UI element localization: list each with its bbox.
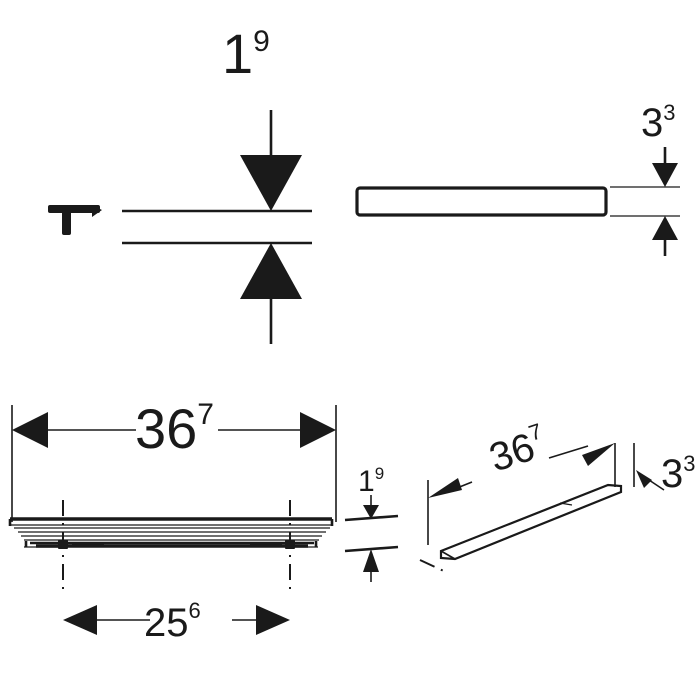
- width-left-arrowhead: [12, 412, 48, 448]
- shelf-iso-top-back-edge: [440, 484, 609, 552]
- top-right-side-profile-group: 33: [355, 100, 680, 256]
- dimension-label-25-6-front: 256: [144, 598, 201, 645]
- thickness-lower-arrowhead: [652, 216, 678, 240]
- dimension-label-36-7-front: 367: [135, 397, 214, 460]
- iso-length-dimension-line-right: [548, 445, 589, 459]
- height-lower-arrowhead: [363, 549, 379, 572]
- height-upper-arrowhead: [363, 505, 379, 519]
- gap-lower-arrowhead: [240, 243, 302, 299]
- shelf-front-elevation-profile: [8, 517, 334, 549]
- shelf-iso-outline: [439, 483, 623, 561]
- shelf-isometric-body: [439, 483, 623, 561]
- top-left-gap-dimension-group: 19: [48, 22, 312, 344]
- bracket-tool-icon: [48, 205, 102, 235]
- front-height-dimension-group: 19: [344, 464, 399, 582]
- height-lower-reference-line: [344, 545, 399, 553]
- mount-point-left: [58, 540, 68, 549]
- dimension-label-36-7-iso: 367: [483, 418, 551, 480]
- inner-right-arrowhead: [256, 605, 290, 635]
- iso-length-left-arrowhead: [428, 478, 462, 498]
- shelf-iso-front-lower-edge: [454, 491, 622, 560]
- bottom-left-front-elevation-group: 367: [8, 397, 399, 645]
- mount-point-right: [285, 540, 295, 549]
- bottom-right-isometric-group: 367 33: [419, 418, 696, 574]
- thickness-upper-arrowhead: [652, 163, 678, 187]
- shelf-side-profile-rect: [355, 186, 608, 217]
- dimension-label-1-9-top: 19: [222, 22, 270, 85]
- dimension-label-1-9-front: 19: [358, 464, 384, 498]
- shelf-iso-detail-notch: [559, 502, 573, 506]
- iso-left-centerline: [419, 559, 449, 574]
- width-right-arrowhead: [300, 412, 336, 448]
- shelf-iso-left-end: [440, 550, 456, 560]
- iso-thickness-arrowhead: [636, 470, 652, 488]
- iso-length-right-arrowhead: [582, 443, 615, 466]
- gap-upper-arrowhead: [240, 155, 302, 211]
- inner-left-arrowhead: [63, 605, 97, 635]
- dimension-label-3-3-top: 33: [641, 100, 676, 145]
- dimension-label-3-3-iso: 33: [661, 451, 696, 496]
